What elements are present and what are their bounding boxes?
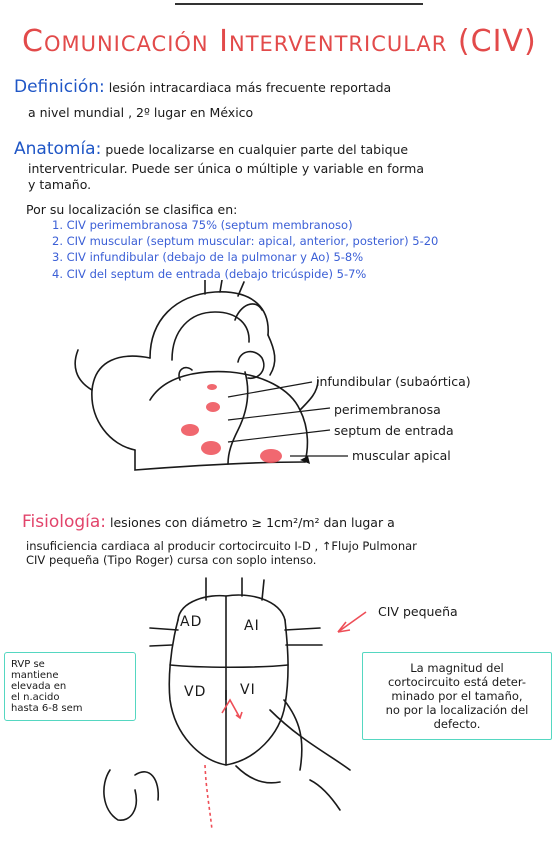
anatomia-classify: Por su localización se clasifica en: — [26, 202, 238, 217]
top-divider — [175, 3, 423, 5]
label-muscular-apical: muscular apical — [352, 448, 451, 463]
heart-chambers-diagram — [103, 577, 367, 831]
definicion-line1: Definición: lesión intracardiaca más fre… — [14, 78, 391, 97]
anatomia-item-2: 2. CIV muscular (septum muscular: apical… — [52, 234, 439, 248]
anatomia-text1: puede localizarse en cualquier parte del… — [105, 142, 409, 157]
chamber-ai: AI — [244, 618, 260, 634]
note-rvp: RVP se mantiene elevada en el n.acido ha… — [4, 652, 136, 721]
fisiologia-line3: CIV pequeña (Tipo Roger) cursa con soplo… — [26, 553, 317, 567]
anatomia-item-1: 1. CIV perimembranosa 75% (septum membra… — [52, 218, 353, 232]
anatomia-item-3: 3. CIV infundibular (debajo de la pulmon… — [52, 250, 364, 264]
chamber-vi: VI — [240, 682, 256, 698]
chamber-ad: AD — [180, 614, 203, 630]
label-septum-entrada: septum de entrada — [334, 423, 454, 438]
definicion-line2: a nivel mundial , 2º lugar en México — [28, 105, 254, 120]
note-magnitud: La magnitud del cortocircuito está deter… — [362, 652, 552, 740]
label-infundibular: infundibular (subaórtica) — [316, 374, 471, 389]
anatomia-line3: y tamaño. — [28, 177, 92, 192]
defect-infundibular — [206, 402, 220, 412]
label-civ-pequena: CIV pequeña — [378, 604, 458, 619]
defect-subaortica — [207, 384, 217, 390]
anatomia-heading: Anatomía: — [14, 139, 102, 159]
label-perimembranosa: perimembranosa — [334, 402, 441, 417]
page-title: Comunicación Interventricular (CIV) — [22, 24, 537, 59]
definicion-text1: lesión intracardiaca más frecuente repor… — [108, 80, 392, 95]
fisiologia-line1: Fisiología: lesiones con diámetro ≥ 1cm²… — [22, 513, 395, 532]
chamber-vd: VD — [184, 684, 207, 700]
fisiologia-text1: lesiones con diámetro ≥ 1cm²/m² dan luga… — [110, 515, 395, 530]
anatomia-item-4: 4. CIV del septum de entrada (debajo tri… — [52, 267, 367, 281]
anatomia-line2: interventricular. Puede ser única o múlt… — [28, 161, 424, 176]
fisiologia-line2: insuficiencia cardiaca al producir corto… — [26, 539, 417, 553]
heart-anatomy-diagram — [74, 280, 348, 471]
definicion-heading: Definición: — [14, 77, 105, 97]
defect-apical — [260, 449, 282, 463]
anatomia-line1: Anatomía: puede localizarse en cualquier… — [14, 140, 408, 159]
defect-perimembranosa — [181, 424, 199, 436]
defect-entrada — [201, 441, 221, 455]
fisiologia-heading: Fisiología: — [22, 512, 107, 532]
